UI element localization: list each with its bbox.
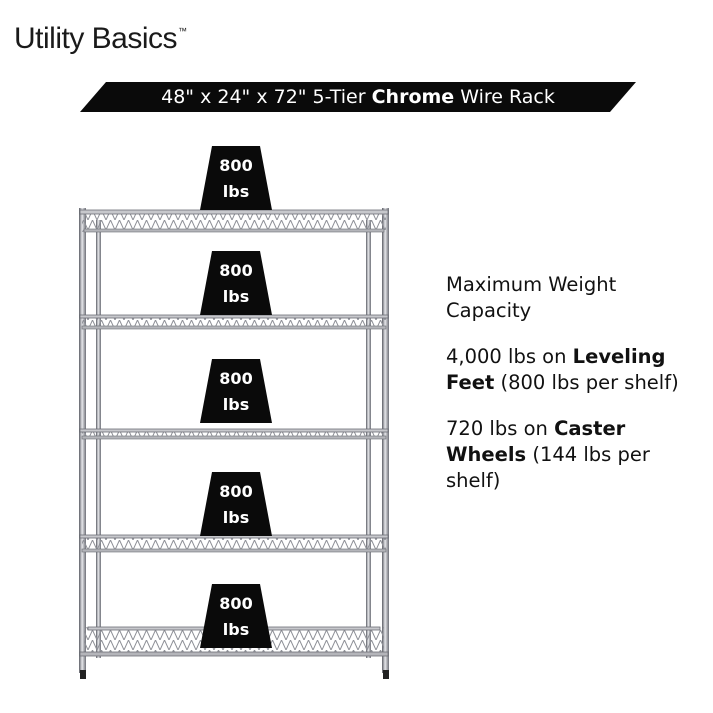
leveling-prefix: 4,000 lbs on [446, 345, 573, 368]
shelf-capacity-badge-3: 800 lbs [196, 359, 276, 423]
badge-value: 800 [219, 369, 253, 388]
badge-value: 800 [219, 156, 253, 175]
shelf-capacity-badge-2: 800 lbs [196, 251, 276, 315]
leveling-suffix: (800 lbs per shelf) [494, 371, 679, 394]
badge-unit: lbs [222, 395, 250, 414]
caster-wheels-capacity: 720 lbs on Caster Wheels (144 lbs per sh… [446, 416, 701, 494]
shelf-capacity-badge-4: 800 lbs [196, 472, 276, 536]
casters-prefix: 720 lbs on [446, 417, 555, 440]
title-dimensions: 48" x 24" x 72" 5-Tier [161, 86, 372, 108]
leveling-feet-capacity: 4,000 lbs on Leveling Feet (800 lbs per … [446, 344, 701, 396]
badge-unit: lbs [222, 620, 250, 639]
casters-suffix: (144 lbs per shelf) [446, 443, 650, 492]
badge-unit: lbs [222, 287, 250, 306]
leveling-emphasis: Leveling Feet [446, 345, 666, 394]
brand-logo: Utility Basics™ [14, 22, 187, 56]
shelf-capacity-badge-5: 800 lbs [196, 584, 276, 648]
shelf-2 [79, 314, 389, 330]
banner-shape [80, 82, 636, 112]
badge-value: 800 [219, 594, 253, 613]
left-foot [80, 670, 86, 679]
right-foot [383, 670, 389, 679]
shelf-capacity-badge-1: 800 lbs [196, 146, 276, 210]
badge-value: 800 [219, 482, 253, 501]
front-left-post [79, 208, 86, 673]
badge-unit: lbs [222, 508, 250, 527]
badge-unit: lbs [222, 182, 250, 201]
title-material: Chrome [371, 86, 455, 108]
trademark-symbol: ™ [178, 26, 187, 36]
badge-value: 800 [219, 261, 253, 280]
shelf-3 [79, 428, 389, 440]
capacity-info: Maximum Weight Capacity 4,000 lbs on Lev… [446, 272, 701, 514]
product-title-banner: 48" x 24" x 72" 5-Tier Chrome Wire Rack [80, 82, 636, 112]
shelf-4 [79, 534, 389, 553]
wire-rack-image [79, 208, 389, 679]
shelf-1 [79, 209, 389, 233]
title-product: Wire Rack [454, 86, 555, 108]
capacity-heading: Maximum Weight Capacity [446, 273, 617, 322]
product-title: 48" x 24" x 72" 5-Tier Chrome Wire Rack [80, 82, 636, 112]
front-right-post [382, 208, 389, 673]
brand-name: Utility Basics [14, 22, 178, 55]
casters-emphasis: Caster Wheels [446, 417, 626, 466]
